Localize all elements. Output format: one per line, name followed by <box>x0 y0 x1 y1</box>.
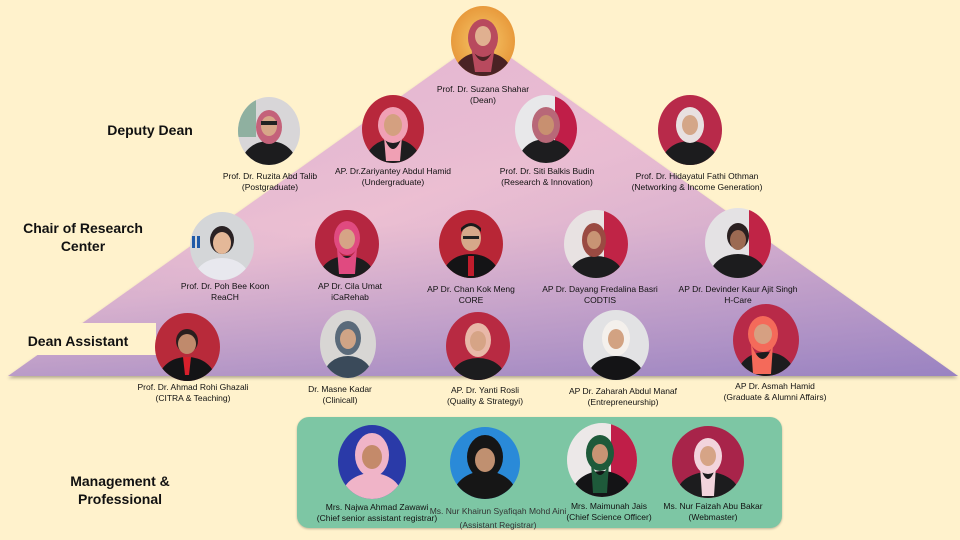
person-role: (Graduate & Alumni Affairs) <box>723 392 827 402</box>
person-name: Dr. Masne Kadar <box>308 384 372 394</box>
person-name: AP Dr. Devinder Kaur Ajit Singh <box>678 284 798 294</box>
avatar-research-chair-5 <box>705 208 771 278</box>
caption-dean: Prof. Dr. Suzana Shahar (Dean) <box>437 84 529 106</box>
person-role: (Chief Science Officer) <box>566 512 652 522</box>
avatar-research-chair-1 <box>190 212 254 280</box>
avatar-management-1 <box>338 425 406 499</box>
avatar-dean-assistant-2 <box>320 310 376 378</box>
caption-deputy-dean-1: Prof. Dr. Ruzita Abd Talib (Postgraduate… <box>223 171 317 193</box>
caption-dean-assistant-3: AP. Dr. Yanti Rosli (Quality & Strategyi… <box>447 385 523 407</box>
person-name: Prof. Dr. Suzana Shahar <box>436 84 530 94</box>
person-name: Mrs. Maimunah Jais <box>570 501 648 511</box>
person-role: iCaRehab <box>331 292 369 302</box>
avatar-deputy-dean-1 <box>238 97 300 165</box>
avatar-management-3 <box>567 423 637 497</box>
avatar-dean-assistant-4 <box>583 310 649 380</box>
caption-deputy-dean-2: AP. Dr.Zariyantey Abdul Hamid (Undergrad… <box>335 166 451 188</box>
caption-management-4: Ms. Nur Faizah Abu Bakar (Webmaster) <box>663 501 762 523</box>
avatar-management-2 <box>450 427 520 499</box>
avatar-deputy-dean-4 <box>658 95 722 165</box>
person-role: H-Care <box>724 295 752 305</box>
person-role: (Assistant Registrar) <box>459 520 537 530</box>
person-role: (Webmaster) <box>688 512 738 522</box>
level-label-chair-line1: Chair of Research <box>23 220 143 236</box>
person-name: Prof. Dr. Hidayatul Fathi Othman <box>635 171 759 181</box>
person-name: Prof. Dr. Poh Bee Koon <box>180 281 270 291</box>
avatar-dean-assistant-5 <box>733 304 799 376</box>
caption-research-chair-3: AP Dr. Chan Kok Meng CORE <box>427 284 515 306</box>
caption-management-2: Ms. Nur Khairun Syafiqah Mohd Aini (Assi… <box>430 504 567 532</box>
person-name: AP Dr. Chan Kok Meng <box>427 284 515 294</box>
caption-research-chair-2: AP Dr. Cila Umat iCaRehab <box>318 281 382 303</box>
person-role: CODTIS <box>583 295 617 305</box>
person-role: (Quality & Strategyi) <box>446 396 524 406</box>
avatar-research-chair-2 <box>315 210 379 278</box>
avatar-dean-assistant-1 <box>155 313 220 381</box>
level-label-deputy-dean: Deputy Dean <box>107 122 193 138</box>
caption-research-chair-5: AP Dr. Devinder Kaur Ajit Singh H-Care <box>679 284 798 306</box>
person-role: (CITRA & Teaching) <box>155 393 231 403</box>
caption-dean-assistant-5: AP Dr. Asmah Hamid (Graduate & Alumni Af… <box>724 381 827 403</box>
avatar-dean <box>451 6 515 76</box>
caption-research-chair-4: AP Dr. Dayang Fredalina Basri CODTIS <box>542 284 658 306</box>
avatar-research-chair-3 <box>439 210 503 278</box>
person-name: AP. Dr. Yanti Rosli <box>450 385 520 395</box>
person-name: Prof. Dr. Ahmad Rohi Ghazali <box>137 382 249 392</box>
level-label-chair-research-center: Chair of Research Center <box>18 219 148 255</box>
level-label-management: Management & Professional <box>70 473 170 507</box>
person-name: AP Dr. Dayang Fredalina Basri <box>542 284 658 294</box>
caption-deputy-dean-3: Prof. Dr. Siti Balkis Budin (Research & … <box>500 166 594 188</box>
person-role: (Postgraduate) <box>241 182 299 192</box>
caption-research-chair-1: Prof. Dr. Poh Bee Koon ReaCH <box>181 281 269 303</box>
level-label-dean-assistant: Dean Assistant <box>27 333 129 349</box>
person-role: (Clinicall) <box>322 395 358 405</box>
caption-deputy-dean-4: Prof. Dr. Hidayatul Fathi Othman (Networ… <box>632 171 763 193</box>
caption-management-1: Mrs. Najwa Ahmad Zawawi (Chief senior as… <box>317 502 437 524</box>
person-role: ReaCH <box>211 292 239 302</box>
caption-dean-assistant-2: Dr. Masne Kadar (Clinicall) <box>308 384 372 406</box>
caption-management-3: Mrs. Maimunah Jais (Chief Science Office… <box>566 501 651 523</box>
person-name: Prof. Dr. Siti Balkis Budin <box>499 166 595 176</box>
person-name: Prof. Dr. Ruzita Abd Talib <box>222 171 318 181</box>
person-role: (Dean) <box>470 95 496 105</box>
avatar-dean-assistant-3 <box>446 312 510 380</box>
caption-dean-assistant-1: Prof. Dr. Ahmad Rohi Ghazali (CITRA & Te… <box>137 382 248 404</box>
person-name: Ms. Nur Khairun Syafiqah Mohd Aini <box>429 506 567 516</box>
person-role: (Entrepreneurship) <box>587 397 659 407</box>
person-name: AP Dr. Asmah Hamid <box>735 381 815 391</box>
avatar-management-4 <box>672 426 744 498</box>
person-role: (Networking & Income Generation) <box>631 182 763 192</box>
person-role: (Undergraduate) <box>361 177 425 187</box>
avatar-deputy-dean-2 <box>362 95 424 163</box>
person-role: (Research & Innovation) <box>501 177 593 187</box>
person-role: CORE <box>458 295 484 305</box>
avatar-deputy-dean-3 <box>515 95 577 163</box>
dean-assistant-label-box <box>20 323 156 355</box>
level-label-chair-line2: Center <box>60 238 106 254</box>
caption-dean-assistant-4: AP Dr. Zaharah Abdul Manaf (Entrepreneur… <box>569 386 677 408</box>
person-name: AP Dr. Zaharah Abdul Manaf <box>568 386 678 396</box>
person-name: AP Dr. Cila Umat <box>317 281 383 291</box>
person-role: (Chief senior assistant registrar) <box>316 513 438 523</box>
person-name: AP. Dr.Zariyantey Abdul Hamid <box>334 166 452 176</box>
person-name: Ms. Nur Faizah Abu Bakar <box>663 501 763 511</box>
person-name: Mrs. Najwa Ahmad Zawawi <box>325 502 429 512</box>
avatar-research-chair-4 <box>564 210 628 278</box>
